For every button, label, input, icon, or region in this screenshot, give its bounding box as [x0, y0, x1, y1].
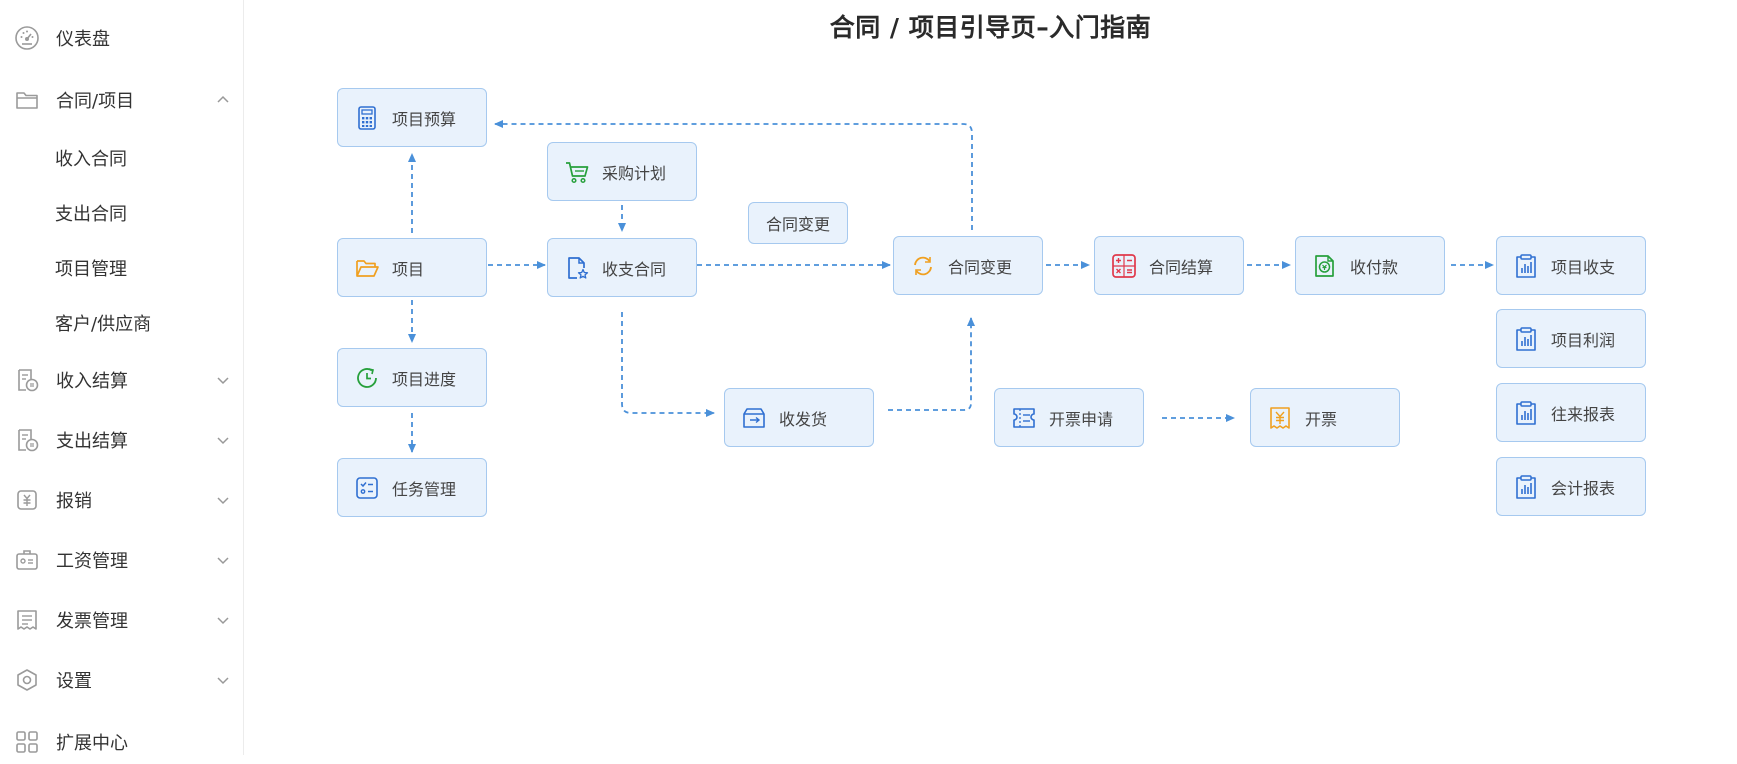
node-label: 收支合同: [602, 259, 667, 279]
node-task-mgmt[interactable]: 任务管理: [337, 458, 487, 517]
node-contract-change[interactable]: 合同变更: [893, 236, 1043, 295]
node-project[interactable]: 项目: [337, 238, 487, 297]
ticket-icon: [1013, 407, 1035, 428]
chevron-down-icon[interactable]: [216, 493, 230, 507]
nav-settings[interactable]: 设置: [0, 658, 244, 702]
node-proj-income-expense[interactable]: 项目收支: [1496, 236, 1646, 295]
chevron-up-icon[interactable]: [216, 93, 230, 107]
node-label: 开票: [1305, 409, 1338, 429]
node-label: 开票申请: [1049, 409, 1114, 429]
grid-apps-icon: [16, 731, 38, 753]
node-label: 项目收支: [1551, 257, 1616, 277]
node-label: 项目预算: [392, 109, 457, 129]
page-title: 合同 / 项目引导页–入门指南: [829, 13, 1152, 42]
nav-income-settlement[interactable]: 收入结算: [0, 358, 244, 402]
chevron-down-icon[interactable]: [216, 673, 230, 687]
nav-extension-center-label: 扩展中心: [56, 733, 128, 754]
node-label: 项目利润: [1551, 330, 1616, 350]
nav-settings-label: 设置: [56, 671, 92, 692]
settlement-doc-icon: [18, 369, 39, 392]
nav-salary-mgmt[interactable]: 工资管理: [0, 538, 244, 582]
nav-dashboard-label: 仪表盘: [56, 29, 110, 50]
report-clipboard-icon: [1516, 326, 1536, 351]
node-label: 合同结算: [1149, 257, 1214, 277]
node-project-budget[interactable]: 项目预算: [337, 88, 487, 147]
node-purchase-plan[interactable]: 采购计划: [547, 142, 697, 201]
dashboard-icon: [15, 26, 39, 50]
nav-expense-settlement[interactable]: 支出结算: [0, 418, 244, 462]
arrow-contract-to-delivery: [621, 312, 715, 417]
folder-open-icon: [356, 259, 379, 277]
id-card-icon: [16, 550, 38, 570]
contract-change-tag: 合同变更: [748, 202, 848, 244]
node-label: 合同变更: [948, 257, 1013, 277]
nav-salary-mgmt-label: 工资管理: [56, 551, 128, 572]
node-label: 会计报表: [1551, 478, 1616, 498]
nav-extension-center[interactable]: 扩展中心: [0, 720, 244, 764]
clock-refresh-icon: [357, 367, 377, 388]
node-proj-profit[interactable]: 项目利润: [1496, 309, 1646, 368]
calculator-icon: [358, 105, 376, 130]
node-label: 收付款: [1350, 257, 1399, 277]
nav-invoice-mgmt-label: 发票管理: [56, 611, 128, 632]
settlement-doc-icon: [18, 429, 39, 452]
node-invoice-apply[interactable]: 开票申请: [994, 388, 1144, 447]
arrow-delivery-to-change: [888, 317, 975, 411]
nav-sub-expense-contract[interactable]: 支出合同: [55, 204, 127, 225]
delivery-box-icon: [743, 407, 765, 428]
nav-expense-settlement-label: 支出结算: [56, 431, 128, 452]
arrow-change-to-budget: [494, 120, 973, 230]
node-label: 项目进度: [392, 369, 457, 389]
node-trade-report[interactable]: 往来报表: [1496, 383, 1646, 442]
report-clipboard-icon: [1516, 474, 1536, 499]
invoice-icon: [17, 610, 37, 630]
folder-icon: [16, 92, 38, 109]
nav-contract-project-label: 合同/项目: [56, 91, 135, 112]
nav-reimbursement[interactable]: 报销: [0, 478, 244, 522]
nav-sub-customer-supplier[interactable]: 客户/供应商: [55, 314, 152, 335]
checklist-icon: [356, 476, 378, 499]
node-invoice[interactable]: 开票: [1250, 388, 1400, 447]
nav-invoice-mgmt[interactable]: 发票管理: [0, 598, 244, 642]
node-label: 采购计划: [602, 163, 667, 183]
yen-receipt-icon: [1270, 406, 1290, 429]
chevron-down-icon[interactable]: [216, 373, 230, 387]
sidebar: 仪表盘 合同/项目 收入合同 支出合同 项目管理 客户/供应商 收入结算: [0, 0, 244, 755]
node-delivery[interactable]: 收发货: [724, 388, 874, 447]
chevron-down-icon[interactable]: [216, 553, 230, 567]
nav-sub-income-contract[interactable]: 收入合同: [55, 149, 127, 170]
report-clipboard-icon: [1516, 253, 1536, 278]
document-star-icon: [568, 256, 589, 279]
settings-hexagon-icon: [17, 669, 37, 691]
nav-dashboard[interactable]: 仪表盘: [0, 16, 244, 60]
node-label: 项目: [392, 259, 425, 279]
calculator-ops-icon: [1112, 253, 1136, 278]
node-project-progress[interactable]: 项目进度: [337, 348, 487, 407]
nav-sub-project-mgmt[interactable]: 项目管理: [55, 259, 127, 280]
node-label: 往来报表: [1551, 404, 1616, 424]
node-contract[interactable]: 收支合同: [547, 238, 697, 297]
chevron-down-icon[interactable]: [216, 613, 230, 627]
chevron-down-icon[interactable]: [216, 433, 230, 447]
nav-contract-project[interactable]: 合同/项目: [0, 78, 244, 122]
nav-income-settlement-label: 收入结算: [56, 371, 128, 392]
node-acct-report[interactable]: 会计报表: [1496, 457, 1646, 516]
node-label: 收发货: [779, 409, 828, 429]
shopping-cart-icon: [566, 161, 589, 183]
reimbursement-icon: [17, 490, 37, 510]
node-contract-settle[interactable]: 合同结算: [1094, 236, 1244, 295]
money-doc-icon: [1315, 254, 1334, 277]
node-payment[interactable]: 收付款: [1295, 236, 1445, 295]
report-clipboard-icon: [1516, 400, 1536, 425]
node-label: 任务管理: [392, 479, 457, 499]
nav-reimbursement-label: 报销: [56, 491, 92, 512]
sync-arrows-icon: [914, 256, 932, 275]
